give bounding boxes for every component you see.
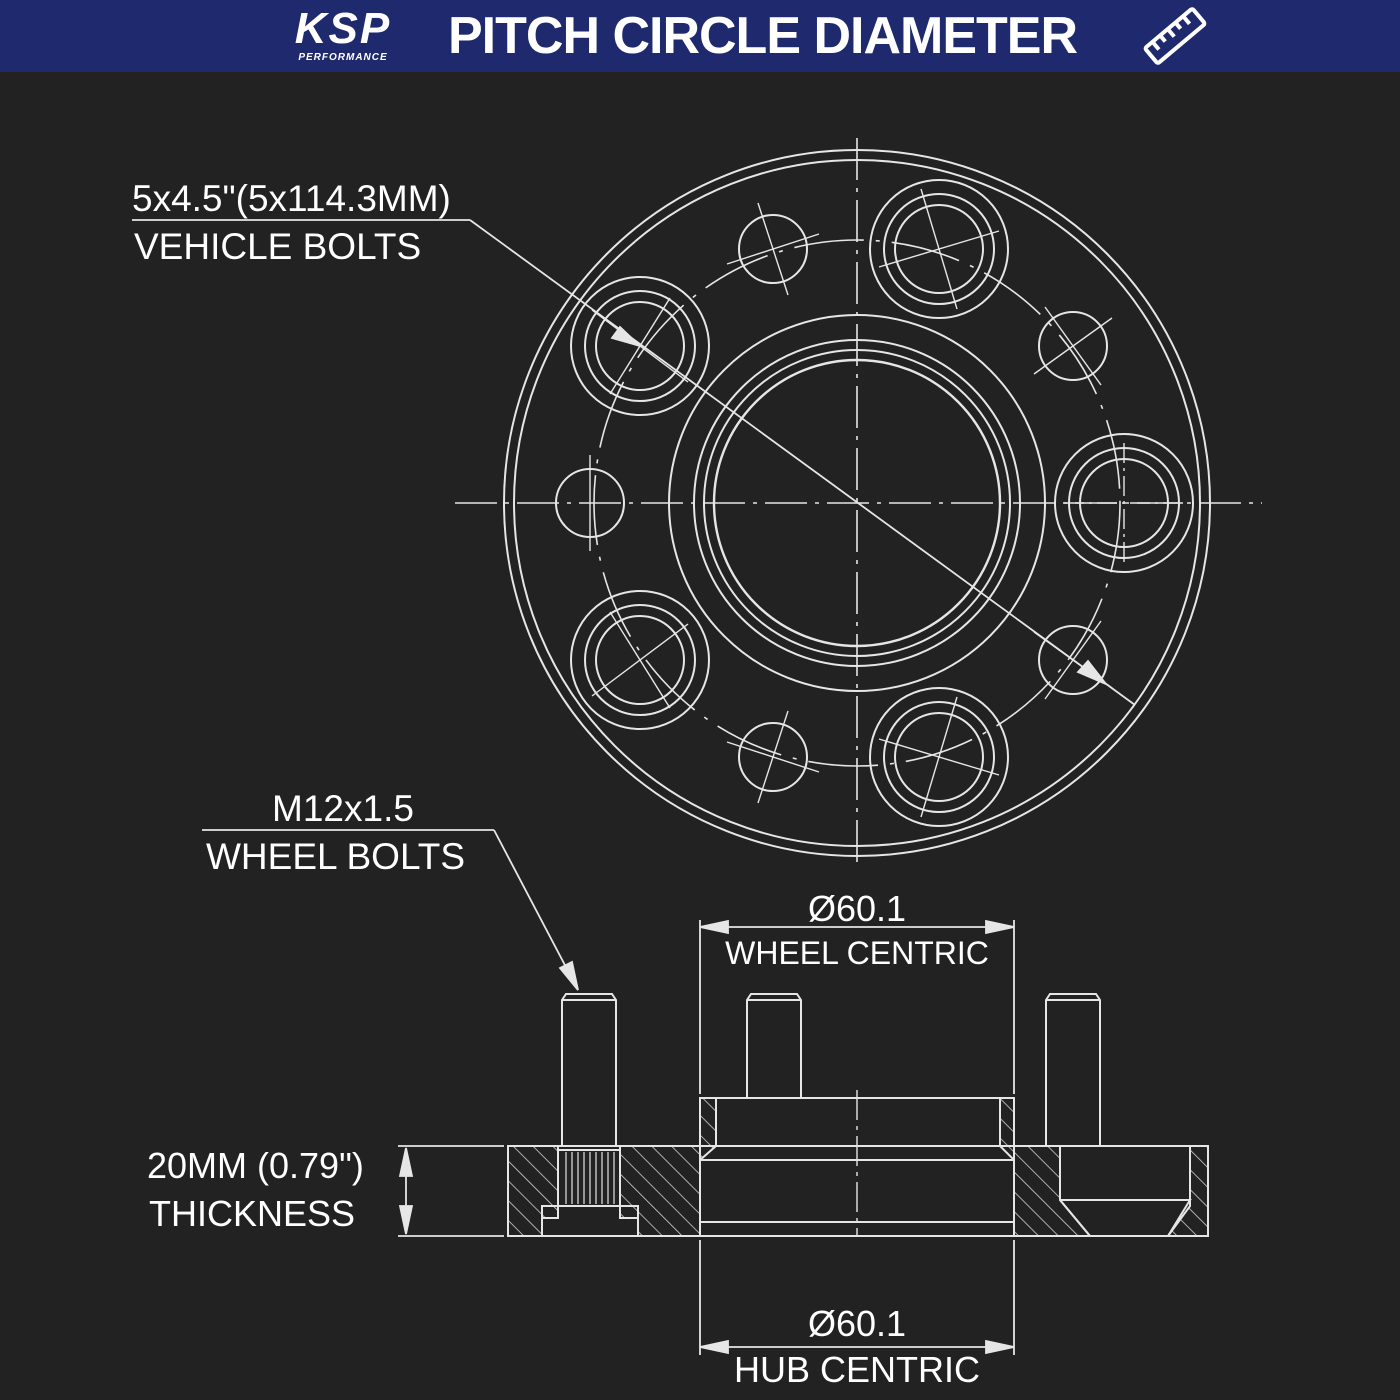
thickness-dimension (398, 1145, 504, 1237)
bolt-hole-top (726, 202, 820, 296)
center-bore-outer (668, 314, 1046, 692)
page-title: PITCH CIRCLE DIAMETER (448, 7, 1078, 65)
hub-centric-dimension (699, 1240, 1015, 1355)
stud-hole-right (1054, 433, 1194, 573)
stud-hole-bottom-left (570, 590, 710, 730)
wheel-bolts-label: WHEEL BOLTS (206, 836, 466, 877)
outer-rim-inner (513, 159, 1201, 847)
thickness-label: THICKNESS (149, 1193, 356, 1234)
bolt-hole-top-right (1033, 306, 1113, 386)
wheel-bolt-leader (202, 829, 579, 991)
vehicle-bolts-label: VEHICLE BOLTS (134, 226, 422, 267)
thickness-value: 20MM (0.79") (147, 1145, 364, 1186)
logo-subtext: PERFORMANCE (298, 52, 388, 63)
wheel-stud-left (557, 993, 621, 1207)
hub-centric-dimension-value: Ø60.1 (807, 1303, 907, 1344)
wheel-stud-holes (570, 179, 1194, 827)
top-view (132, 138, 1262, 868)
vehicle-bolt-spec: 5x4.5"(5x114.3MM) (132, 178, 451, 219)
center-bore-chamfer (693, 339, 1021, 667)
ksp-logo: KSP PERFORMANCE (258, 6, 428, 66)
stud-hole-top-right (869, 179, 1009, 319)
outer-rim (503, 149, 1211, 857)
header-banner: KSP PERFORMANCE PITCH CIRCLE DIAMETER (0, 0, 1400, 72)
ruler-icon (1143, 7, 1207, 65)
wheel-centric-dimension-value: Ø60.1 (807, 888, 907, 929)
hub-centric-label: HUB CENTRIC (733, 1349, 980, 1390)
wheel-stud-right (1045, 993, 1101, 1147)
bolt-hole-bottom (726, 710, 820, 804)
wheel-centric-dimension (699, 919, 1015, 1094)
wheel-centric-label: WHEEL CENTRIC (725, 935, 989, 971)
bolt-hole-left (555, 455, 625, 551)
logo-text: KSP (294, 4, 392, 53)
center-bore (712, 358, 1002, 648)
center-bore-lip (703, 349, 1011, 657)
pitch-circle (593, 239, 1121, 767)
pcd-leader (132, 219, 1136, 706)
wheel-bolt-spec: M12x1.5 (272, 788, 414, 829)
side-view (202, 829, 1209, 1355)
wheel-stud-middle (746, 993, 802, 1099)
stud-hole-bottom-right (869, 687, 1009, 827)
